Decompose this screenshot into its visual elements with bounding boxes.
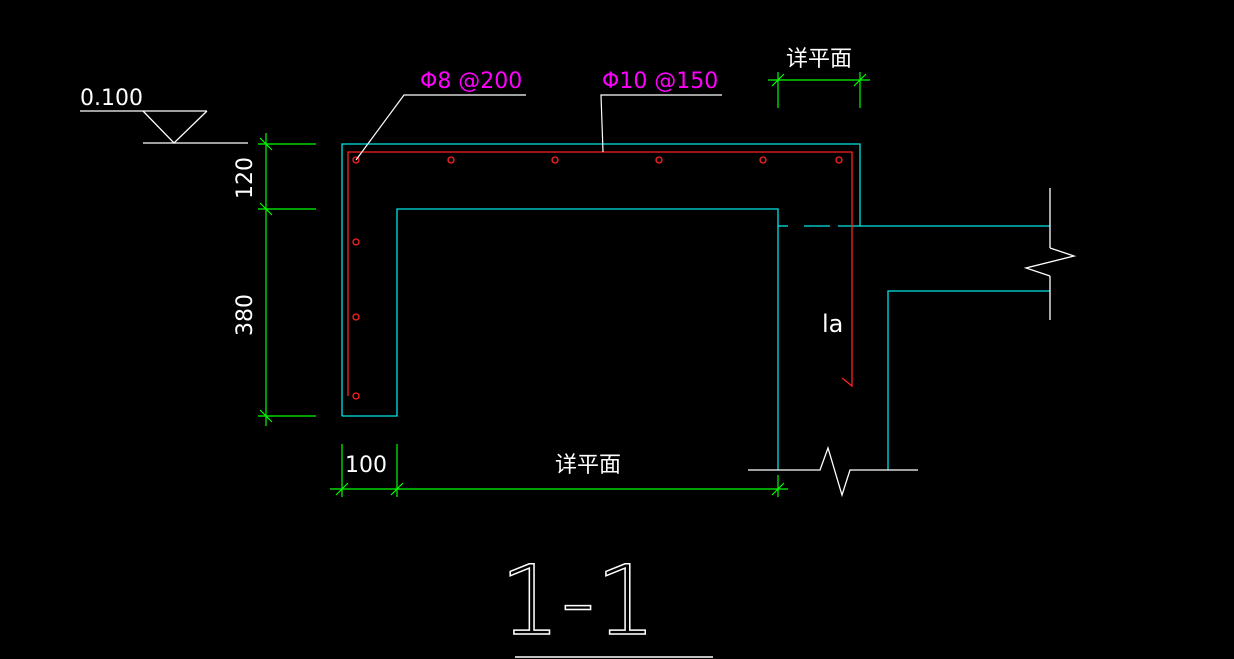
dim-slab-thickness: 120 [233,157,258,199]
rebar-dot [352,238,360,246]
top-right-dimension [768,72,870,108]
rebar [347,151,853,396]
rebar-dot [352,392,360,400]
horizontal-dimensions [330,444,788,497]
rebar-dot [352,313,360,321]
break-lines [748,188,1077,498]
section-title: 1-1 [500,545,657,657]
rebar-leaders [355,94,722,161]
rebar-dot [551,156,559,164]
rebar-dot [759,156,767,164]
rebar-dots [352,156,843,400]
elevation-value: 0.100 [80,86,143,111]
dim-top-right: 详平面 [786,47,852,72]
rebar-dot [835,156,843,164]
dim-span: 详平面 [555,453,621,478]
anchorage-label: la [822,310,843,338]
dim-wall-height: 380 [233,294,258,336]
main-rebar-label: Φ10 @150 [602,69,718,94]
rebar-dot [447,156,455,164]
dim-wall-thickness: 100 [345,453,387,478]
rebar-dot [655,156,663,164]
elevation-marker: 0.100 [80,86,248,144]
rebar-dot [352,156,360,164]
vertical-dimensions [258,133,316,426]
stirrup-label: Φ8 @200 [420,69,522,94]
concrete-outline [341,143,1050,470]
